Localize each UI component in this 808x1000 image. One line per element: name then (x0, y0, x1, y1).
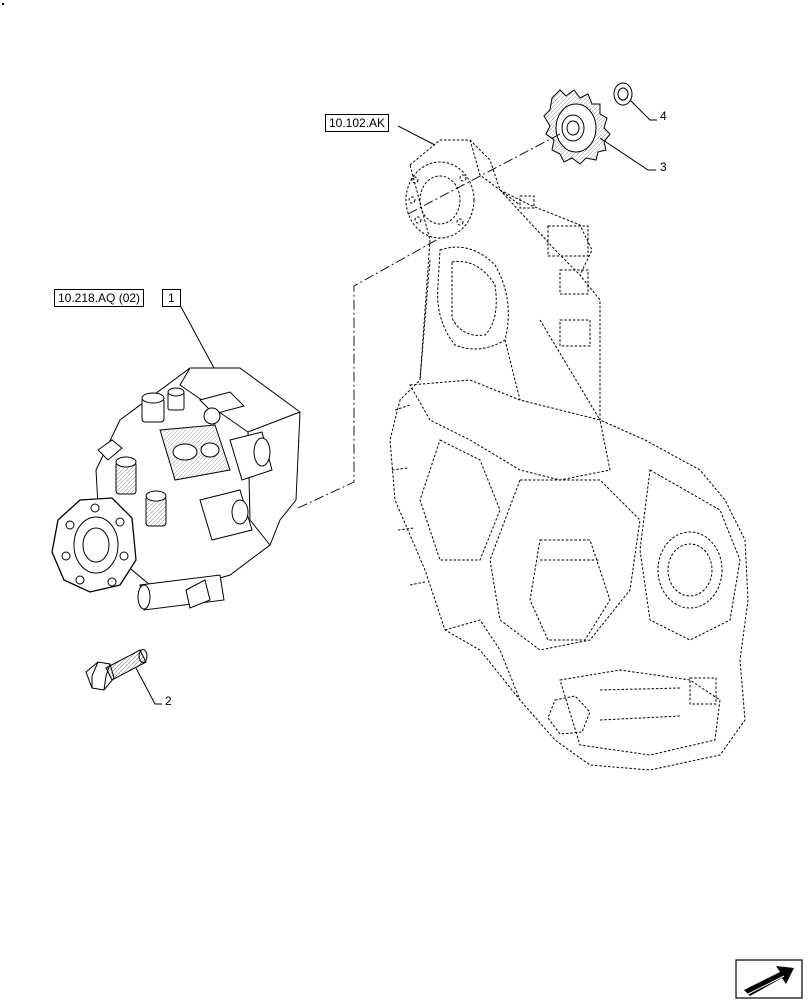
flywheel-housing (389, 139, 749, 771)
bolt (85, 649, 148, 691)
bolt-callout: 2 (165, 694, 172, 708)
assembly-line-pump (297, 237, 441, 509)
washer (613, 82, 633, 106)
washer-callout: 4 (660, 109, 667, 123)
pump-section-reference[interactable]: 10.218.AQ (02) (54, 289, 145, 307)
assembly-line-gear (407, 133, 561, 215)
leader-lines (135, 99, 657, 705)
housing-section-reference[interactable]: 10.102.AK (325, 114, 390, 132)
fuel-pump (51, 367, 301, 611)
gear-callout: 3 (660, 160, 667, 174)
gear (543, 89, 611, 165)
pump-item-number: 1 (162, 289, 181, 307)
next-page-arrow-icon[interactable] (735, 959, 803, 999)
